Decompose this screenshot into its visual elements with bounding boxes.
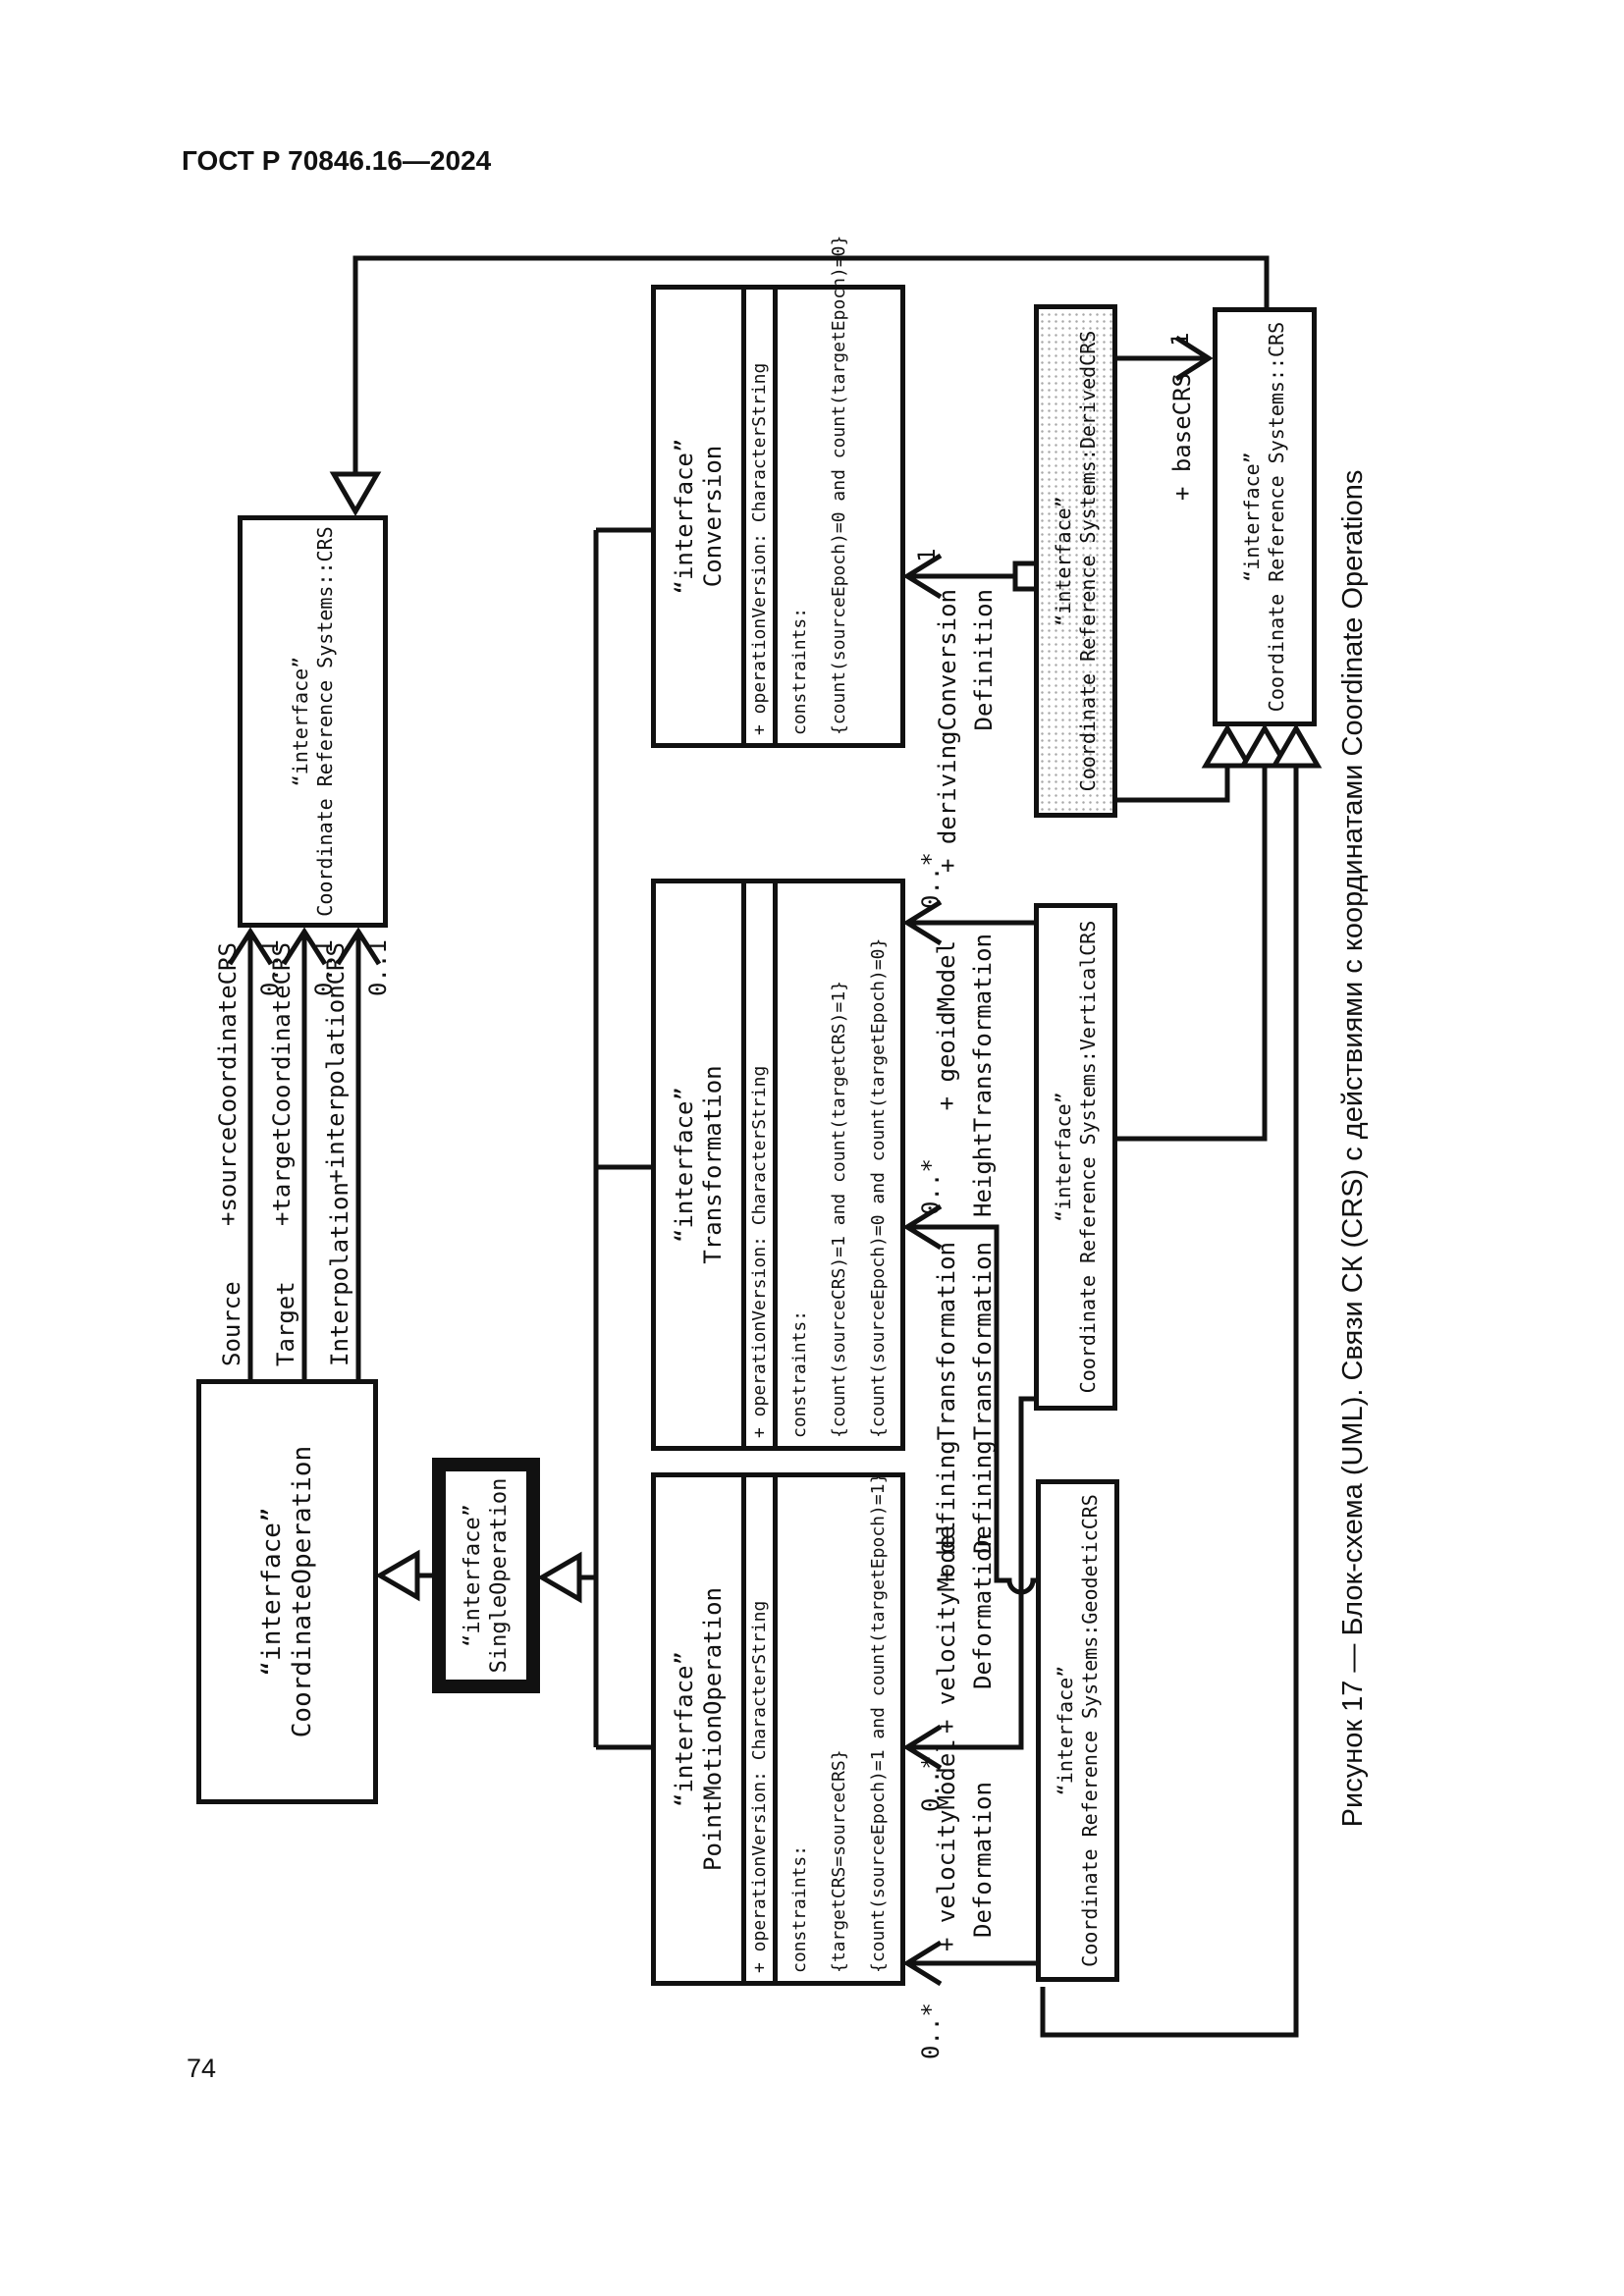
class-coordinate-operation: “interface” CoordinateOperation [196,1379,378,1804]
class-name: PointMotionOperation [698,1587,727,1871]
assoc-definingtransformation-arrow [902,1203,943,1251]
gen-geodeticcrs-line [1040,766,1299,2038]
class-name: Coordinate Reference Systems::CRS [312,526,337,917]
gen-crs-crs-line [352,255,1270,474]
stereotype-label: “interface” [1240,452,1264,582]
class-name: Coordinate Reference Systems::CRS [1265,321,1288,713]
assoc-mult-velocitymodel-geodetic: 0..* [917,2002,945,2059]
assoc-role-velocitymodel-vertical: + velocityModel [933,1521,960,1734]
assoc-name-definition: Definition [970,589,998,731]
class-transformation: “interface” Transformation + operationVe… [651,879,905,1451]
gen-derivedcrs-triangle [1201,723,1254,769]
assoc-mult-basecrs: 1 [1166,332,1194,347]
assoc-name-deformation-vertical: Deformation [969,1533,997,1689]
gen-geodeticcrs-triangle [1270,723,1323,769]
standard-number: ГОСТ Р 70846.16—2024 [182,145,492,176]
stereotype-label: “interface” [288,656,312,787]
assoc-velocitymodel-geodetic-arrow [902,1940,943,1987]
assoc-name-source: Source [218,1281,245,1366]
assoc-role-source: +sourceCoordinateCRS [214,942,242,1226]
class-crs-top: “interface” Coordinate Reference Systems… [238,515,388,928]
assoc-geoidmodel-arrow [902,899,943,946]
stereotype-label: “interface” [670,1651,698,1807]
assoc-role-target: +targetCoordinateCRS [268,942,296,1226]
class-name: SingleOperation [487,1477,512,1674]
stereotype-label: “interface” [670,1087,698,1243]
constraints-compartment: constraints: {targetCRS=sourceCRS} {coun… [789,1472,889,1973]
class-name: Transformation [698,1065,727,1264]
assoc-basecrs-arrow [1174,335,1214,382]
assoc-target-arrow [281,927,328,966]
class-point-motion-operation: “interface” PointMotionOperation + opera… [651,1472,905,1986]
page-number: 74 [187,2054,217,2083]
stereotype-label: “interface” [670,438,698,595]
class-geodetic-crs: “interface” Coordinate Reference Systems… [1036,1479,1119,1982]
class-name: Coordinate Reference Systems:GeodeticCRS [1077,1494,1102,1967]
class-name: Coordinate Reference Systems:DerivedCRS [1075,330,1100,792]
attribute-compartment: + operationVersion: CharacterString [741,883,778,1446]
gen-crs-crs-triangle [329,471,382,516]
assoc-role-definition: + derivingConversion [934,589,961,873]
assoc-mult-definition: 1 [913,548,941,562]
assoc-interpolation-arrow [335,927,382,966]
class-derived-crs: “interface” Coordinate Reference Systems… [1034,304,1117,818]
assoc-name-target: Target [272,1281,299,1366]
assoc-source-arrow [227,927,274,966]
constraints-compartment: constraints: {count(sourceEpoch)=0 and c… [789,235,849,735]
stereotype-label: “interface” [1053,1665,1077,1796]
assoc-role-interpolation: +interpolationCRS [322,942,350,1184]
assoc-definition-arrow [902,553,943,600]
class-name: CoordinateOperation [287,1445,317,1738]
gen-verticalcrs-line [1116,766,1268,1142]
attribute-compartment: + operationVersion: CharacterString [741,1477,778,1981]
class-conversion: “interface” Conversion + operationVersio… [651,235,905,748]
assoc-mult-interpolation: 0..1 [364,939,392,996]
stereotype-label: “interface” [256,1507,287,1677]
stereotype-label: “interface” [1051,1092,1075,1222]
class-name: Conversion [698,445,727,588]
gen-singleop-triangle [375,1549,420,1602]
attribute-compartment: + operationVersion: CharacterString [741,290,778,743]
assoc-velocitymodel-vertical-arrow [902,1724,943,1771]
assoc-definingtransformation-line [906,1224,1037,1595]
stereotype-label: “interface” [1051,496,1075,626]
assoc-role-velocitymodel-geodetic: + velocityModel [933,1738,960,1951]
connector-layer [227,255,1323,2038]
gen-derivedcrs-line [1116,766,1230,803]
stereotype-label: “interface” [460,1504,485,1647]
assoc-name-heighttransformation: HeightTransformation [969,934,997,1217]
assoc-name-deformation-geodetic: Deformation [969,1782,997,1938]
gen-trunk-line [579,527,651,1750]
class-crs-bottom: “interface” Coordinate Reference Systems… [1213,307,1317,726]
assoc-role-basecrs: + baseCRS [1168,373,1196,502]
class-single-operation: “interface” SingleOperation [432,1458,540,1693]
gen-operations-triangle [537,1551,582,1604]
figure-caption: Рисунок 17 — Блок-схема (UML). Связи СК … [1337,469,1369,1828]
class-vertical-crs: “interface” Coordinate Reference Systems… [1034,903,1117,1411]
assoc-mult-geoidmodel: 0..* [917,852,945,909]
uml-diagram: “interface” CoordinateOperation “interfa… [187,167,1424,2130]
assoc-velocitymodel-vertical-line [906,1396,1035,1750]
class-name: Coordinate Reference Systems:VerticalCRS [1075,920,1100,1394]
assoc-mult-definingtransformation: 0..* [917,1158,945,1215]
constraints-compartment: constraints: {count(sourceCRS)=1 and cou… [789,937,889,1438]
